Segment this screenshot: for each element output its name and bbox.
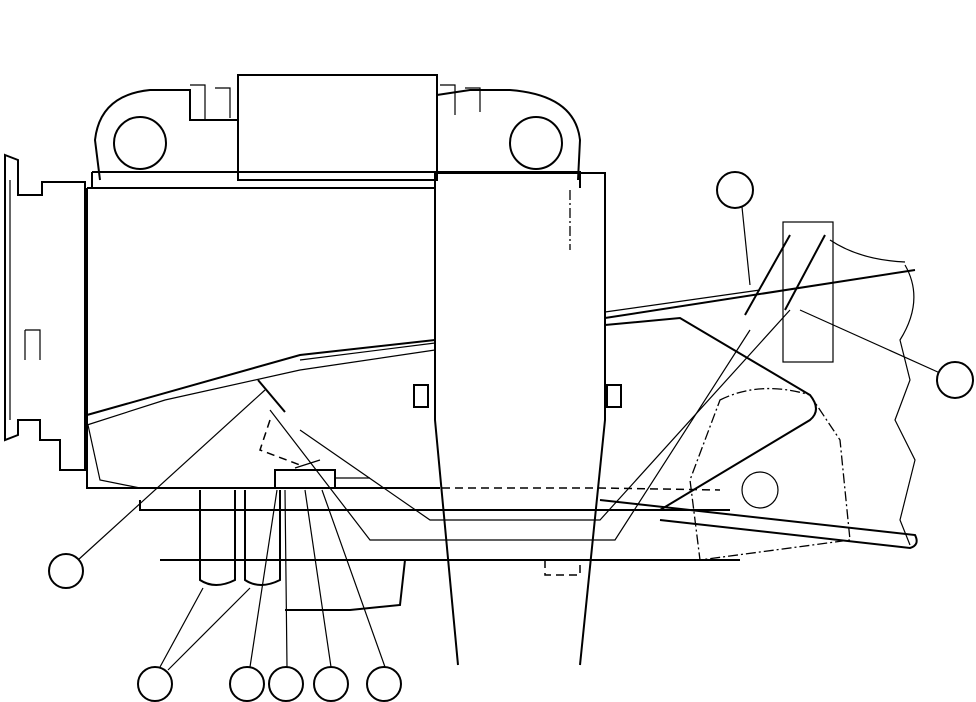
- turbocharger-assembly: [91, 74, 582, 188]
- callout-7: [716, 171, 754, 209]
- frame-rails: [86, 264, 916, 546]
- callout-2: [137, 666, 173, 702]
- callout-3: [229, 666, 265, 702]
- leader-lines: [77, 206, 941, 671]
- flywheel-housing: [4, 153, 86, 471]
- callout-4: [268, 666, 304, 702]
- engine-block: [86, 172, 622, 666]
- callout-5: [313, 666, 349, 702]
- callout-8: [936, 361, 974, 399]
- fuel-lines: [257, 221, 906, 561]
- callout-6: [366, 666, 402, 702]
- callout-1: [48, 553, 84, 589]
- oil-pan: [130, 487, 918, 611]
